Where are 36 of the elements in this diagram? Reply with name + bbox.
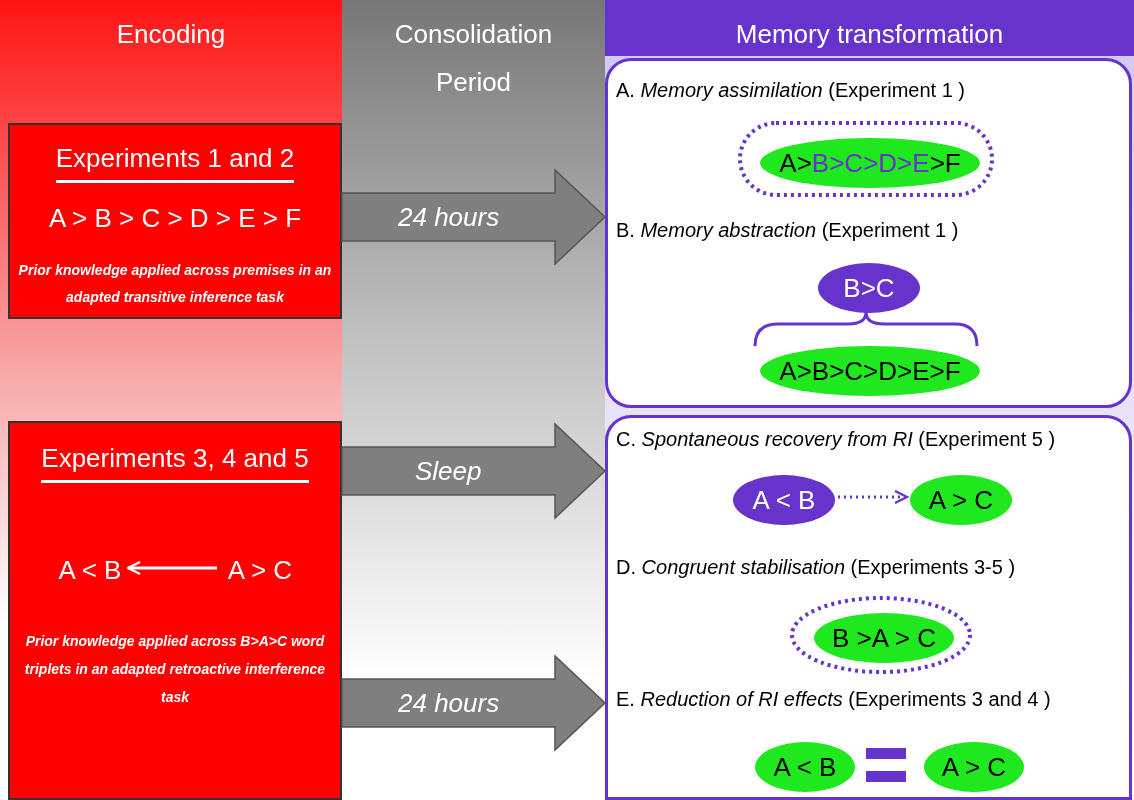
edge-label: Sleep: [415, 455, 482, 487]
relation-ellipse: A > C: [924, 742, 1024, 792]
arrow: [126, 560, 217, 576]
sequence-text: A > B > C > D > E > F: [48, 203, 302, 234]
relation-ellipse: A < B: [755, 742, 855, 792]
column-background: [605, 0, 1134, 800]
section-heading: A. Memory assimilation (Experiment 1 ): [616, 79, 965, 102]
section-heading: E. Reduction of RI effects (Experiments 3 and 4 ): [616, 688, 1051, 711]
experiment-box: [8, 421, 342, 800]
relation-ellipse: A > C: [910, 475, 1012, 525]
section-heading: C. Spontaneous recovery from RI (Experiment 5 ): [616, 428, 1056, 451]
relation-text: A < B: [50, 550, 130, 590]
column-heading: Consolidation Period: [393, 18, 554, 99]
relation-text: A > C: [219, 550, 301, 590]
result-panel: [605, 58, 1132, 408]
relation-ellipse: B>C: [818, 263, 920, 313]
edge-label: 24 hours: [398, 687, 500, 719]
box-heading: Experiments 1 and 2: [55, 143, 295, 183]
box-heading: Experiments 3, 4 and 5: [41, 443, 309, 483]
note-text: Prior knowledge applied across B>A>C word triplets in an adapted retroactive interference task: [23, 632, 327, 707]
column-background: [0, 0, 342, 800]
relation-ellipse: A>B>C>D>E>F: [760, 138, 980, 188]
relation-ellipse: A < B: [733, 475, 835, 525]
relation-ellipse: B >A > C: [814, 613, 954, 663]
column-heading: Encoding: [115, 18, 227, 51]
block-arrow: [341, 422, 607, 520]
relation-ellipse: A>B>C>D>E>F: [760, 346, 980, 396]
block-arrow: [341, 654, 607, 752]
section-heading: B. Memory abstraction (Experiment 1 ): [616, 219, 959, 242]
experiment-box: [8, 123, 342, 319]
column-heading: Memory transformation: [734, 18, 1005, 51]
edge-label: 24 hours: [398, 201, 500, 233]
result-panel: [605, 415, 1132, 800]
block-arrow: [341, 168, 607, 266]
section-heading: D. Congruent stabilisation (Experiments 3-5 ): [616, 556, 1016, 579]
note-text: Prior knowledge applied across premises in an adapted transitive inference task: [18, 261, 332, 307]
